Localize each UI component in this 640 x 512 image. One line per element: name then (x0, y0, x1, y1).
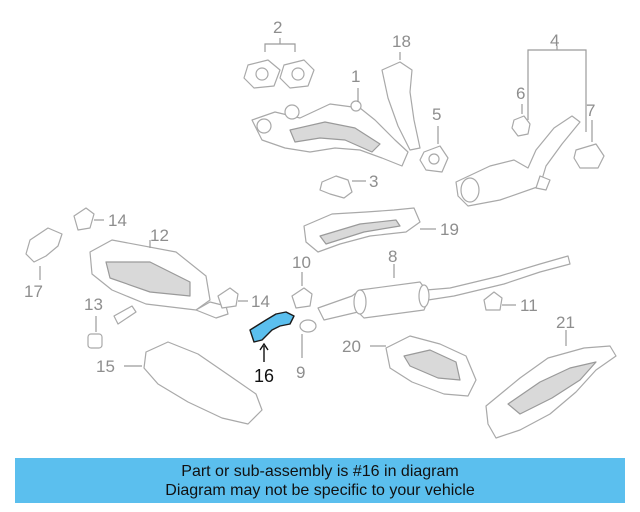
part-3-bracket[interactable]: 3 (319, 172, 378, 199)
callout-11: 11 (520, 296, 538, 315)
banner-line-1: Part or sub-assembly is #16 in diagram (181, 462, 459, 480)
callout-3: 3 (369, 172, 378, 191)
callout-8: 8 (388, 247, 397, 266)
info-banner: Part or sub-assembly is #16 in diagram D… (15, 458, 625, 503)
part-5-gasket[interactable]: 5 (419, 105, 449, 173)
part-18-heat-shield[interactable]: 18 (381, 32, 421, 151)
callout-2: 2 (273, 18, 282, 37)
part-17-tailpipe-tip[interactable]: 17 (24, 227, 63, 301)
callout-4: 4 (550, 31, 559, 50)
callout-14a: 14 (108, 211, 127, 230)
part-10-hanger[interactable]: 10 (291, 253, 313, 309)
callout-21: 21 (556, 313, 575, 332)
part-9-gasket[interactable]: 9 (296, 319, 317, 382)
part-8-center-muffler[interactable]: 8 (317, 247, 571, 321)
callout-15: 15 (96, 357, 115, 376)
callout-14b: 14 (251, 292, 270, 311)
part-14-hanger-top[interactable]: 14 (73, 207, 127, 231)
callout-20: 20 (342, 337, 361, 356)
callout-1: 1 (351, 67, 360, 86)
part-1-exhaust-manifold[interactable]: 1 (251, 67, 409, 167)
part-13-clamp[interactable]: 13 (84, 295, 137, 349)
part-6-hanger[interactable]: 6 (511, 84, 531, 137)
part-16-highlighted[interactable]: 16 (249, 311, 295, 386)
part-14-hanger-mid[interactable]: 14 (217, 287, 270, 311)
part-7-mount[interactable]: 7 (573, 101, 605, 169)
part-2-gaskets[interactable]: 2 (243, 18, 315, 89)
callout-9: 9 (296, 363, 305, 382)
banner-line-2: Diagram may not be specific to your vehi… (165, 481, 475, 499)
callout-10: 10 (292, 253, 311, 272)
callout-6: 6 (516, 84, 525, 103)
callout-5: 5 (432, 105, 441, 124)
callout-17: 17 (24, 282, 43, 301)
exhaust-parts-diagram: 2 1 18 5 3 4 6 (24, 18, 617, 439)
callout-18: 18 (392, 32, 411, 51)
part-15-heat-insulator[interactable]: 15 (96, 341, 263, 425)
callout-19: 19 (440, 220, 459, 239)
part-20-heat-shield[interactable]: 20 (342, 335, 477, 397)
part-4-catalytic-converter[interactable]: 4 (455, 31, 587, 207)
callout-7: 7 (586, 101, 595, 120)
part-11-hanger[interactable]: 11 (483, 291, 538, 315)
part-21-heat-shield[interactable]: 21 (485, 313, 617, 439)
callout-13: 13 (84, 295, 103, 314)
callout-16: 16 (254, 366, 274, 386)
part-12-rear-muffler[interactable]: 12 (89, 226, 229, 319)
part-19-heat-shield[interactable]: 19 (303, 207, 459, 253)
callout-12: 12 (150, 226, 169, 245)
